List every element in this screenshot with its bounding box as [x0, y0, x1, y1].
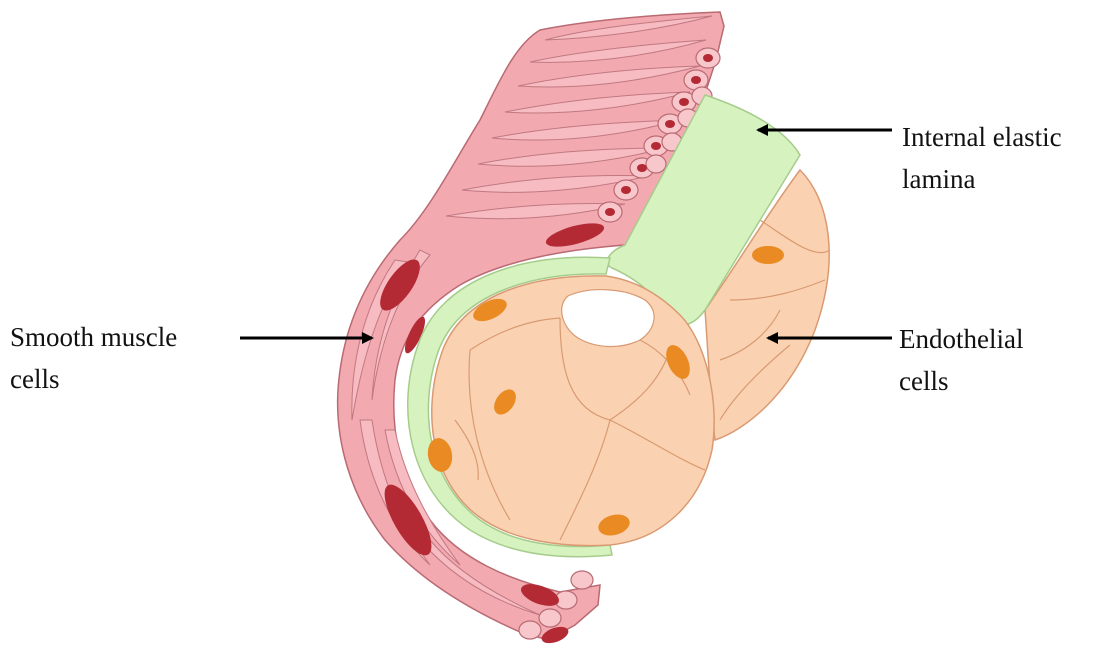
- muscle-nucleus: [691, 76, 701, 84]
- label-line: lamina: [902, 158, 1062, 200]
- muscle-nucleus: [679, 98, 689, 106]
- label-internal-elastic-lamina: Internal elastic lamina: [902, 116, 1062, 200]
- muscle-nucleus: [651, 142, 661, 150]
- label-line: Endothelial: [899, 318, 1023, 360]
- label-line: cells: [899, 360, 1023, 402]
- muscle-nucleus: [665, 120, 675, 128]
- label-smooth-muscle-cells: Smooth muscle cells: [10, 316, 177, 400]
- muscle-cell-section: [571, 571, 593, 589]
- endothelial-nucleus: [752, 246, 784, 264]
- muscle-cell-section: [646, 155, 666, 173]
- muscle-nucleus: [637, 164, 647, 172]
- muscle-nucleus: [605, 208, 615, 216]
- muscle-nucleus: [621, 186, 631, 194]
- label-endothelial-cells: Endothelial cells: [899, 318, 1023, 402]
- endothelial-lining: [425, 276, 714, 546]
- muscle-cell-section: [519, 621, 541, 639]
- label-line: Internal elastic: [902, 116, 1062, 158]
- muscle-nucleus: [703, 54, 713, 62]
- label-line: Smooth muscle: [10, 316, 177, 358]
- muscle-cell-section: [539, 609, 561, 627]
- label-line: cells: [10, 358, 177, 400]
